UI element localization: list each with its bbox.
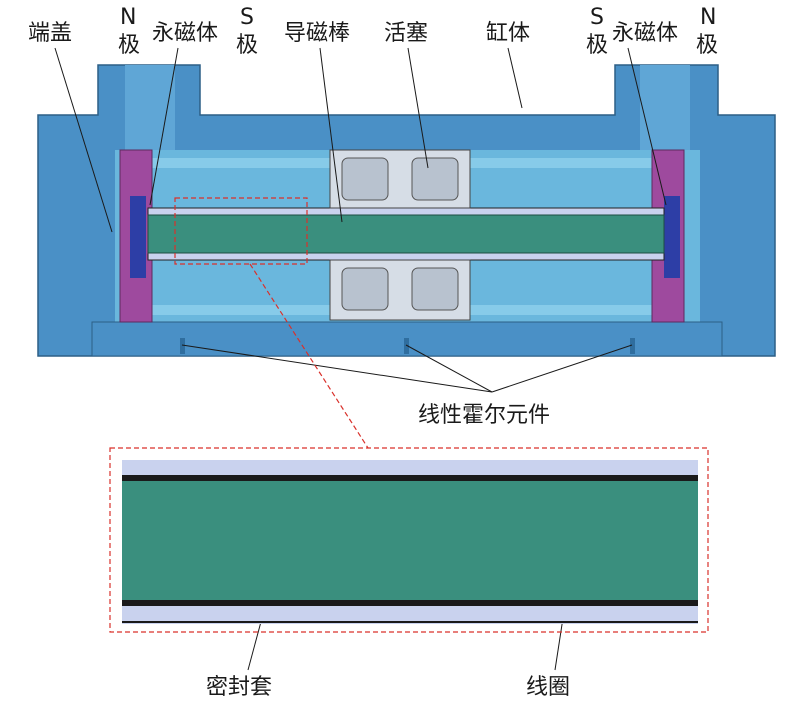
label-permanent-magnet-left: 永磁体 xyxy=(152,21,218,46)
label-coil: 线圈 xyxy=(526,675,570,700)
piston-upper xyxy=(329,149,471,209)
label-s-pole-left-char: 极 xyxy=(236,33,258,58)
label-n-pole-right-char: 极 xyxy=(696,33,718,58)
hall-slot-3 xyxy=(630,338,635,354)
label-seal-sleeve: 密封套 xyxy=(206,675,272,700)
rod-sleeve-top xyxy=(147,207,665,216)
port-right xyxy=(640,65,690,150)
port-left xyxy=(125,65,175,150)
label-s-pole-right-char: 极 xyxy=(586,33,608,58)
labels: 端盖 N 极 永磁体 S 极 导磁棒 活塞 缸体 S 极 永磁体 N 极 线性霍… xyxy=(28,5,718,700)
magnetic-rod xyxy=(147,214,665,254)
piston-lower xyxy=(329,259,471,321)
magnified-sleeve-bottom xyxy=(122,606,698,624)
label-end-cap: 端盖 xyxy=(28,21,72,46)
rod-sleeve-bottom xyxy=(147,252,665,261)
label-n-pole-left-char: 极 xyxy=(118,33,140,58)
label-n-pole-right-letter: N xyxy=(700,5,716,30)
permanent-magnet-left xyxy=(130,196,146,278)
hall-slot-1 xyxy=(180,338,185,354)
label-magnetic-rod: 导磁棒 xyxy=(284,21,350,46)
magnified-rod xyxy=(122,481,698,600)
label-permanent-magnet-right: 永磁体 xyxy=(612,21,678,46)
label-piston: 活塞 xyxy=(384,21,428,46)
zoom-region-marker xyxy=(174,197,308,265)
cylinder-cross-section xyxy=(37,64,776,357)
hall-slot-2 xyxy=(404,338,409,354)
label-n-pole-left-letter: N xyxy=(120,5,136,30)
magnified-view xyxy=(120,458,700,624)
label-hall-sensor: 线性霍尔元件 xyxy=(418,403,550,428)
leader-lines xyxy=(54,47,667,671)
label-cylinder-body: 缸体 xyxy=(486,21,530,46)
label-s-pole-left-letter: S xyxy=(240,5,254,30)
zoom-connector xyxy=(109,263,709,633)
label-s-pole-right-letter: S xyxy=(590,5,604,30)
permanent-magnet-right xyxy=(664,196,680,278)
